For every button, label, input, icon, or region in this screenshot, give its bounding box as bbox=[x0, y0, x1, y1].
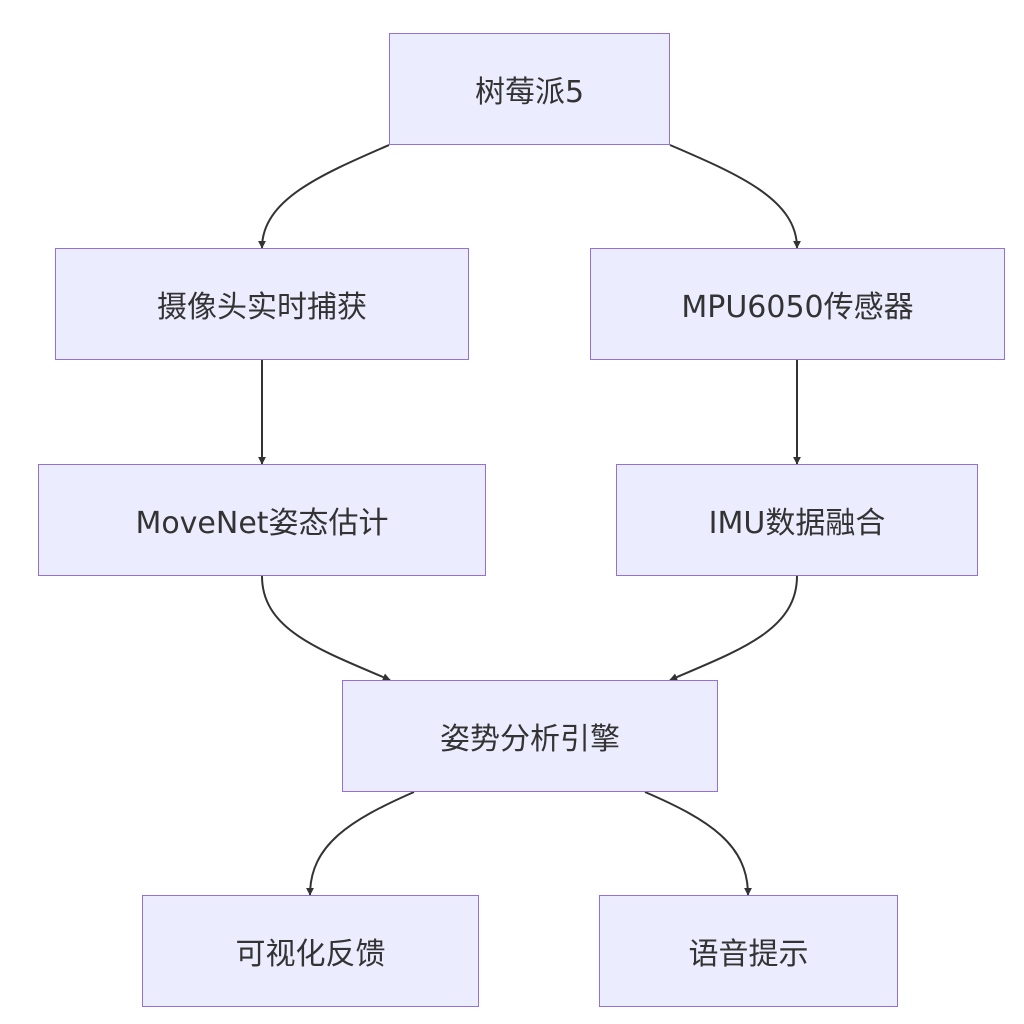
edge-imu-fusion-to-engine bbox=[669, 575, 798, 681]
node-visual-feedback: 可视化反馈 bbox=[142, 895, 479, 1007]
node-label: 语音提示 bbox=[688, 937, 809, 972]
node-label: 摄像头实时捕获 bbox=[157, 290, 367, 325]
node-label: MPU6050传感器 bbox=[681, 290, 914, 325]
node-label: IMU数据融合 bbox=[708, 506, 886, 541]
node-movenet-pose-estimation: MoveNet姿态估计 bbox=[38, 464, 486, 576]
node-label: 树莓派5 bbox=[474, 75, 585, 110]
edge-movenet-to-engine bbox=[261, 575, 391, 681]
edge-raspberry-to-camera bbox=[258, 144, 390, 249]
node-raspberry-pi: 树莓派5 bbox=[389, 33, 670, 145]
node-camera-capture: 摄像头实时捕获 bbox=[55, 248, 469, 360]
node-pose-analysis-engine: 姿势分析引擎 bbox=[342, 680, 718, 792]
edge-engine-to-voice-prompt bbox=[644, 791, 752, 896]
node-label: MoveNet姿态估计 bbox=[135, 506, 389, 541]
node-voice-prompt: 语音提示 bbox=[599, 895, 898, 1007]
node-mpu6050-sensor: MPU6050传感器 bbox=[590, 248, 1005, 360]
edge-engine-to-visual-feedback bbox=[306, 791, 415, 896]
node-imu-data-fusion: IMU数据融合 bbox=[616, 464, 978, 576]
node-label: 可视化反馈 bbox=[235, 937, 386, 972]
node-label: 姿势分析引擎 bbox=[440, 722, 620, 757]
edge-raspberry-to-mpu6050 bbox=[669, 144, 801, 249]
